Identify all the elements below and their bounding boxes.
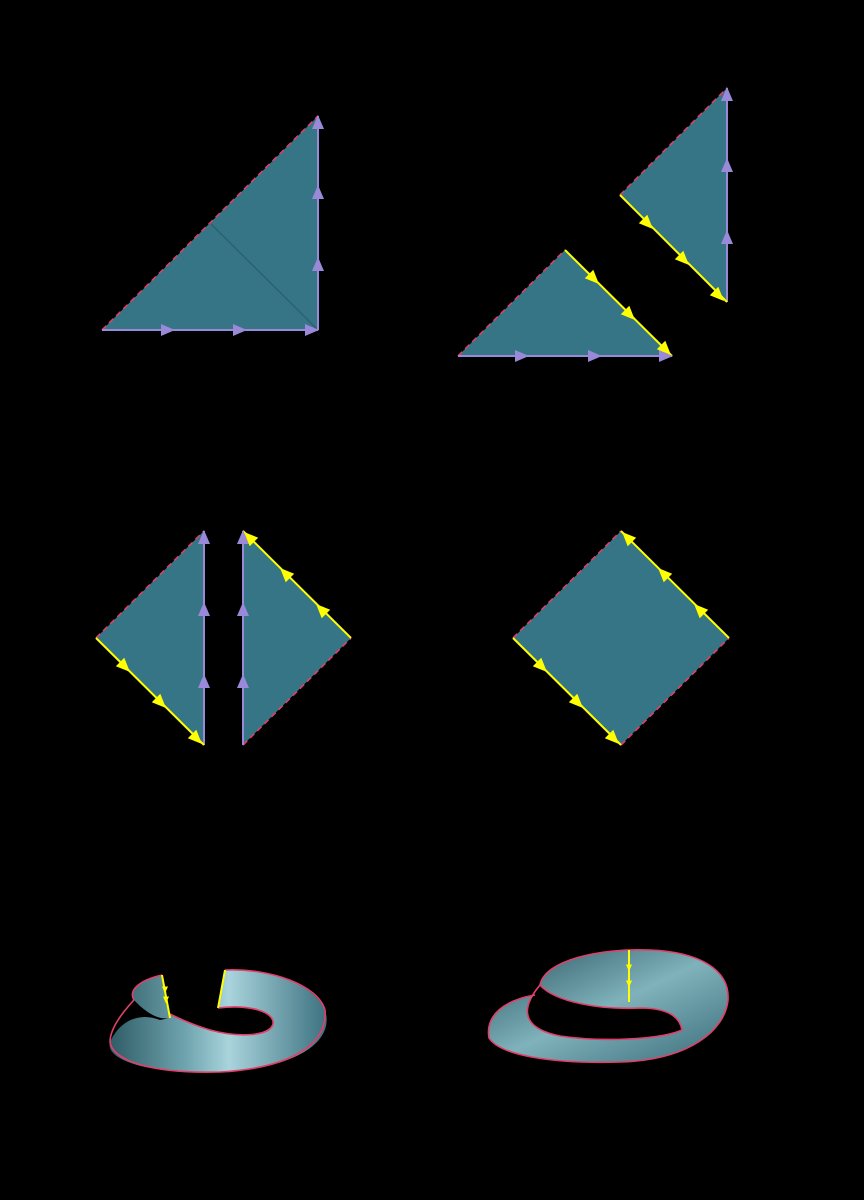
panel-triangle [101,115,324,336]
red-edge [169,1006,274,1036]
yellow-edge [564,249,673,357]
lower-triangle-face [458,250,672,356]
red-dashed-edge [242,637,352,746]
yellow-edge [620,530,730,639]
red-dashed-edge [619,87,728,196]
panel-two-triangles-rotated [95,527,352,749]
panel-mobius-band [487,948,729,1064]
yellow-edge [619,194,728,303]
panel-open-band [109,969,327,1073]
square-face [513,531,729,745]
red-dashed-edge [512,530,622,639]
yellow-edge [217,969,226,1009]
band-surface [109,969,327,1073]
upper-triangle-face [620,88,727,302]
red-edge [487,948,729,1064]
panel-two-triangles [457,87,733,362]
red-dashed-edge [457,249,566,357]
panel-square [512,527,730,749]
red-dashed-edge [101,115,319,331]
right-triangle-face [243,531,351,745]
left-triangle-face [96,531,204,745]
yellow-edge [512,637,622,746]
red-dashed-edge [95,530,205,639]
red-edge [526,984,683,1041]
mobius-hole [527,985,682,1040]
red-edge [131,974,163,1001]
red-dashed-edge [620,637,730,746]
yellow-edge [242,530,352,639]
cut-line [209,222,319,331]
yellow-edge [95,637,205,746]
red-edge [109,969,326,1073]
